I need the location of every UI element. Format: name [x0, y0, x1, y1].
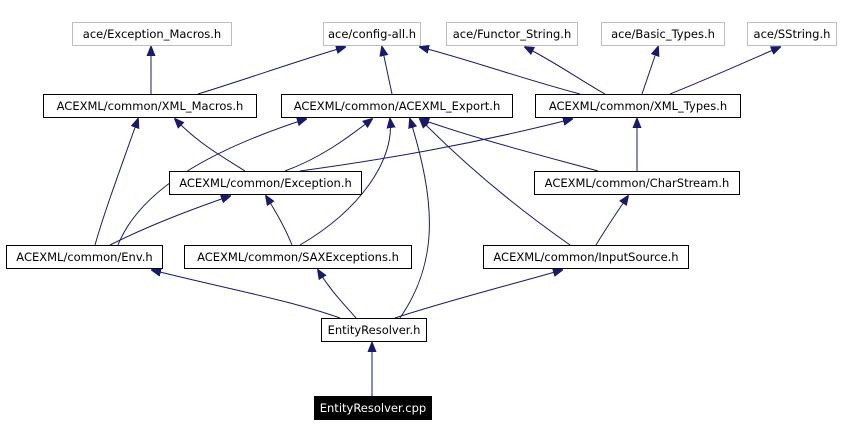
- edge-entityresolver-h-to-inputsource: [394, 270, 562, 319]
- edge-acexml-export-to-config-all: [382, 47, 393, 95]
- node-entityresolver-cpp-current: EntityResolver.cpp: [314, 396, 432, 420]
- edge-entityresolver-h-to-saxexceptions: [318, 270, 357, 319]
- node-acexml-saxexceptions[interactable]: ACEXML/common/SAXExceptions.h: [184, 245, 412, 269]
- edge-xml-macros-to-config-all: [197, 47, 345, 95]
- edge-entityresolver-h-to-acexml-export: [399, 119, 430, 319]
- edge-env-to-xml-macros: [94, 119, 138, 246]
- node-acexml-env[interactable]: ACEXML/common/Env.h: [6, 245, 163, 269]
- node-acexml-inputsource[interactable]: ACEXML/common/InputSource.h: [483, 245, 689, 269]
- node-acexml-xml-types[interactable]: ACEXML/common/XML_Types.h: [535, 94, 741, 118]
- node-acexml-exception[interactable]: ACEXML/common/Exception.h: [169, 171, 362, 195]
- node-acexml-xml-macros[interactable]: ACEXML/common/XML_Macros.h: [43, 94, 257, 118]
- node-acexml-charstream[interactable]: ACEXML/common/CharStream.h: [534, 171, 740, 195]
- edge-exception-to-xml-macros: [175, 119, 246, 172]
- node-ace-functor-string[interactable]: ace/Functor_String.h: [446, 22, 578, 46]
- edge-xml-types-to-basic-types: [641, 47, 658, 95]
- node-ace-config-all[interactable]: ace/config-all.h: [323, 22, 421, 46]
- edge-exception-to-xml-types: [299, 119, 572, 172]
- edge-entityresolver-h-to-env: [152, 270, 341, 319]
- edge-xml-types-to-config-all: [420, 47, 581, 95]
- node-ace-exception-macros[interactable]: ace/Exception_Macros.h: [72, 22, 232, 46]
- edge-env-to-exception: [109, 196, 230, 246]
- edge-xml-types-to-sstring: [669, 47, 780, 95]
- edge-charstream-to-acexml-export: [420, 119, 599, 172]
- edge-saxexceptions-to-acexml-export: [299, 119, 390, 246]
- edge-exception-to-acexml-export: [284, 119, 372, 172]
- node-ace-basic-types[interactable]: ace/Basic_Types.h: [601, 22, 725, 46]
- edge-xml-types-to-functor-string: [525, 47, 606, 95]
- edge-inputsource-to-charstream: [595, 196, 628, 246]
- edge-saxexceptions-to-exception: [266, 196, 293, 246]
- node-entityresolver-header[interactable]: EntityResolver.h: [321, 318, 427, 342]
- edge-inputsource-to-acexml-export: [420, 119, 571, 246]
- node-ace-sstring[interactable]: ace/SString.h: [747, 22, 837, 46]
- node-acexml-export[interactable]: ACEXML/common/ACEXML_Export.h: [281, 94, 513, 118]
